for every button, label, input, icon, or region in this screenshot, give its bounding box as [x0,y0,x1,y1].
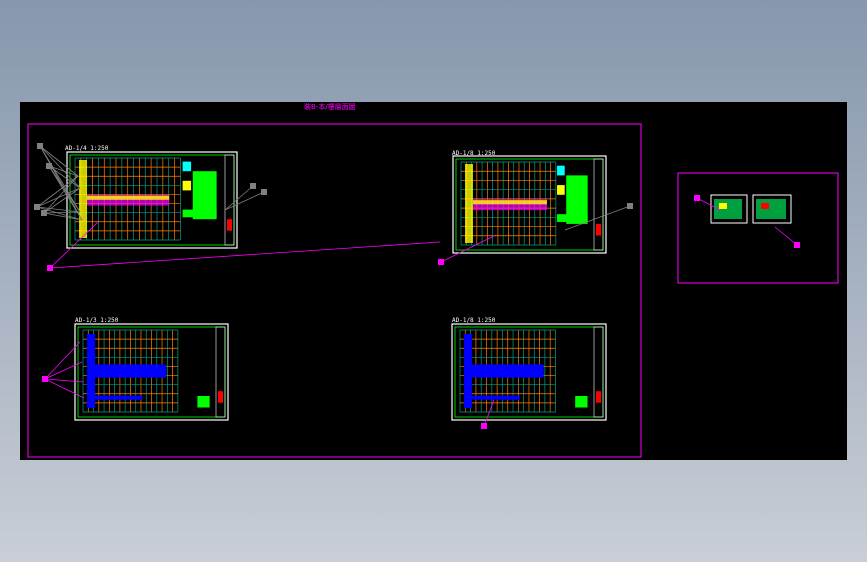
leader-line [43,211,81,214]
leader-line [49,221,99,269]
annotation-marker [37,143,43,149]
leader-line [43,212,83,221]
annotation-marker [694,195,700,201]
leader-line [483,399,495,427]
thumbnail-content [719,203,727,209]
detail-block [566,175,588,224]
annotation-marker [794,242,800,248]
sheet-label-4: AD-1/8 1:250 [452,317,496,324]
leader-line [696,197,721,211]
leader-line [43,187,81,214]
title-block [224,154,235,246]
title-block [593,326,604,418]
thumbnail-sheet-1 [710,194,748,224]
highlight-zone [464,334,472,408]
layout-frame-main [27,123,642,458]
title-block-stamp [596,391,601,403]
annotation-marker [627,203,633,209]
thumbnail-sheet-2 [752,194,792,224]
drawing-sheet-3 [74,323,229,421]
highlight-zone [473,200,547,205]
detail-block [192,171,217,220]
leader-line [564,205,631,231]
leader-line [44,378,85,399]
detail-block [182,161,192,172]
highlight-zone [95,395,143,400]
leader-line [44,361,83,380]
leader-line [39,145,83,221]
layout-frame-side [677,172,839,284]
annotation-marker [47,265,53,271]
detail-block [182,180,192,191]
highlight-zone [95,364,167,378]
sheet-label-3: AD-1/3 1:250 [75,317,119,324]
thumbnail-content [761,203,769,209]
highlight-zone [472,395,520,400]
highlight-zone [465,164,473,243]
annotation-marker [42,376,48,382]
detail-block [575,396,588,408]
cad-model-viewport[interactable]: 裝B-本/樓層面圖 AD-1/4 1:250 AD-1/8 1:250 AD-1… [20,102,847,460]
highlight-zone [87,194,170,206]
highlight-zone [472,364,544,378]
leader-line [48,165,81,213]
drawing-sheet-4 [451,323,607,421]
highlight-zone [87,334,95,408]
leader-line [44,341,81,380]
detail-block [557,214,588,222]
leader-line [36,206,81,213]
leader-line [48,165,83,221]
annotation-marker [34,204,40,210]
leader-line [36,175,79,208]
highlight-zone [79,160,87,238]
sheet-label-2: AD-1/8 1:250 [452,150,496,157]
annotation-marker [481,423,487,429]
annotation-marker [250,183,256,189]
annotation-marker [41,210,47,216]
title-block [215,326,226,418]
annotation-marker [46,163,52,169]
leader-line [43,175,79,214]
drawing-title: 裝B-本/樓層面圖 [304,102,356,111]
annotation-marker [261,189,267,195]
detail-block [182,209,217,218]
title-block-stamp [596,223,601,236]
leader-line [224,185,254,211]
thumbnail-content [756,199,786,219]
leader-lines [34,143,800,429]
leader-line [48,165,81,189]
detail-block [557,165,565,176]
leader-line [440,234,497,263]
highlight-zone [87,195,170,200]
leader-line [44,378,85,383]
drawing-sheet-2 [452,155,607,254]
leader-line [49,241,441,269]
annotation-marker [438,259,444,265]
leader-line [48,165,79,177]
leader-line [224,191,265,211]
highlight-zone [473,199,547,211]
leader-line [36,206,83,221]
sheet-label-1: AD-1/4 1:250 [65,145,109,152]
cad-drawing[interactable]: 裝B-本/樓層面圖 AD-1/4 1:250 AD-1/8 1:250 AD-1… [20,102,847,460]
detail-block [557,185,565,195]
title-block-stamp [227,219,232,231]
drawing-sheet-1 [66,151,238,249]
leader-line [39,145,79,177]
title-block [593,158,604,251]
leader-line [774,226,798,246]
detail-block [197,396,210,408]
title-block-stamp [218,391,223,403]
